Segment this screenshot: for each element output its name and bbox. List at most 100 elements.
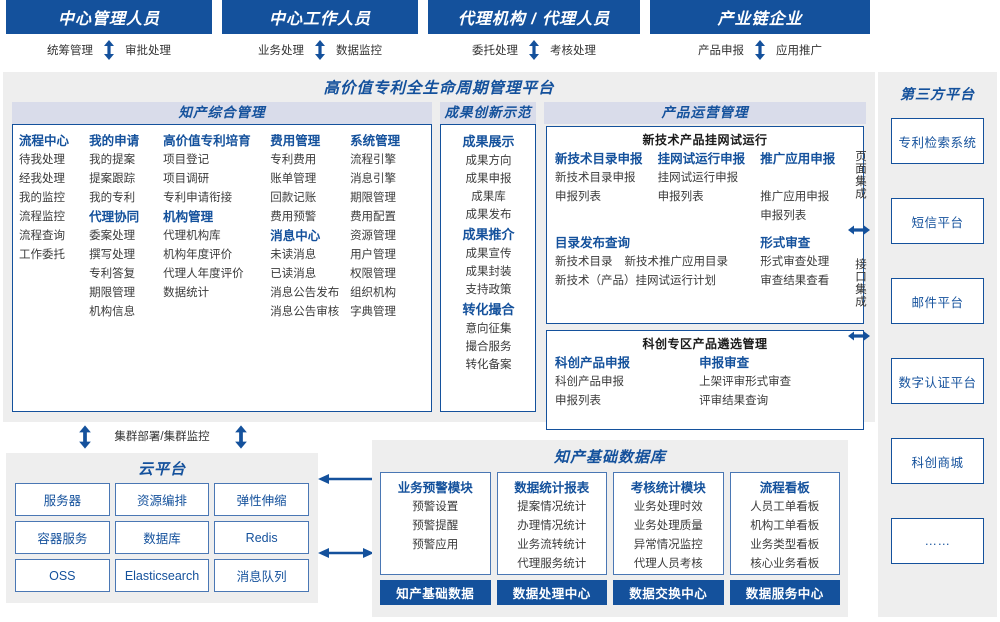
cloud-service-资源编排[interactable]: 资源编排 bbox=[114, 483, 210, 516]
menu-item-我的提案[interactable]: 我的提案 bbox=[89, 154, 136, 166]
actor-title-0[interactable]: 中心管理人员 bbox=[6, 0, 212, 34]
actor-title-3[interactable]: 产业链企业 bbox=[650, 0, 870, 34]
menu-item-撰写处理[interactable]: 撰写处理 bbox=[89, 249, 136, 261]
database-footer-0[interactable]: 知产基础数据 bbox=[380, 580, 491, 605]
cloud-service-弹性伸缩[interactable]: 弹性伸缩 bbox=[214, 483, 309, 516]
menu-item-新技术目录[interactable]: 新技术目录 bbox=[555, 256, 613, 268]
menu-item-资源管理[interactable]: 资源管理 bbox=[350, 230, 397, 242]
menu-item-流程监控[interactable]: 流程监控 bbox=[19, 211, 65, 223]
database-item-业务处理时效[interactable]: 业务处理时效 bbox=[633, 501, 703, 513]
menu-item-成果库[interactable]: 成果库 bbox=[471, 191, 506, 203]
group-head-成果展示[interactable]: 成果展示 bbox=[462, 134, 515, 149]
database-item-预警设置[interactable]: 预警设置 bbox=[412, 501, 459, 513]
menu-item-科创产品申报[interactable]: 科创产品申报 bbox=[555, 376, 624, 388]
database-item-机构工单看板[interactable]: 机构工单看板 bbox=[750, 520, 820, 532]
third-party-item-1[interactable]: 短信平台 bbox=[891, 198, 984, 244]
menu-item-转化备案[interactable]: 转化备案 bbox=[465, 359, 512, 371]
group-head-费用管理[interactable]: 费用管理 bbox=[270, 134, 321, 148]
menu-item-回款记账[interactable]: 回款记账 bbox=[270, 192, 317, 204]
menu-item-新技术（产品）挂网试运行计划[interactable]: 新技术（产品）挂网试运行计划 bbox=[555, 275, 716, 287]
cloud-service-服务器[interactable]: 服务器 bbox=[15, 483, 110, 516]
menu-item-代理人年度评价[interactable]: 代理人年度评价 bbox=[163, 268, 244, 280]
cloud-service-数据库[interactable]: 数据库 bbox=[114, 521, 210, 554]
group-head-系统管理[interactable]: 系统管理 bbox=[350, 134, 401, 148]
database-footer-1[interactable]: 数据处理中心 bbox=[496, 580, 607, 605]
group-head-高价值专利培育[interactable]: 高价值专利培育 bbox=[163, 134, 251, 148]
menu-item-费用预警[interactable]: 费用预警 bbox=[270, 211, 317, 223]
menu-item-成果封装[interactable]: 成果封装 bbox=[465, 266, 512, 278]
database-item-业务类型看板[interactable]: 业务类型看板 bbox=[750, 539, 820, 551]
actor-title-1[interactable]: 中心工作人员 bbox=[222, 0, 418, 34]
menu-item-意向征集[interactable]: 意向征集 bbox=[465, 323, 512, 335]
menu-item-机构信息[interactable]: 机构信息 bbox=[89, 306, 136, 318]
database-item-预警应用[interactable]: 预警应用 bbox=[412, 539, 459, 551]
menu-item-成果发布[interactable]: 成果发布 bbox=[465, 209, 512, 221]
menu-item-评审结果查询[interactable]: 评审结果查询 bbox=[699, 395, 769, 407]
database-item-代理人员考核[interactable]: 代理人员考核 bbox=[633, 558, 703, 570]
group-head-形式审查[interactable]: 形式审查 bbox=[760, 236, 811, 250]
group-head-申报审查[interactable]: 申报审查 bbox=[699, 356, 750, 370]
group-head-成果推介[interactable]: 成果推介 bbox=[462, 227, 515, 242]
menu-item-费用配置[interactable]: 费用配置 bbox=[350, 211, 397, 223]
menu-item-专利申请衔接[interactable]: 专利申请衔接 bbox=[163, 192, 233, 204]
menu-item-项目登记[interactable]: 项目登记 bbox=[163, 154, 210, 166]
menu-item-申报列表[interactable]: 申报列表 bbox=[555, 191, 601, 203]
menu-item-流程引擎[interactable]: 流程引擎 bbox=[350, 154, 397, 166]
menu-item-字典管理[interactable]: 字典管理 bbox=[350, 306, 397, 318]
group-head-新技术目录申报[interactable]: 新技术目录申报 bbox=[555, 152, 643, 166]
menu-item-提案跟踪[interactable]: 提案跟踪 bbox=[89, 173, 136, 185]
group-head-转化撮合[interactable]: 转化撮合 bbox=[462, 302, 515, 317]
menu-item-期限管理[interactable]: 期限管理 bbox=[89, 287, 136, 299]
database-footer-3[interactable]: 数据服务中心 bbox=[729, 580, 840, 605]
actor-title-2[interactable]: 代理机构 / 代理人员 bbox=[428, 0, 640, 34]
third-party-item-5[interactable]: …… bbox=[891, 518, 984, 564]
menu-item-撮合服务[interactable]: 撮合服务 bbox=[465, 341, 512, 353]
cloud-service-消息队列[interactable]: 消息队列 bbox=[214, 559, 309, 592]
database-item-业务流转统计[interactable]: 业务流转统计 bbox=[517, 539, 587, 551]
group-head-推广应用申报[interactable]: 推广应用申报 bbox=[760, 152, 836, 166]
menu-item-成果宣传[interactable]: 成果宣传 bbox=[465, 248, 512, 260]
cloud-service-容器服务[interactable]: 容器服务 bbox=[15, 521, 110, 554]
database-footer-2[interactable]: 数据交换中心 bbox=[613, 580, 724, 605]
menu-item-成果申报[interactable]: 成果申报 bbox=[465, 173, 512, 185]
database-item-业务处理质量[interactable]: 业务处理质量 bbox=[633, 520, 703, 532]
menu-item-推广应用申报[interactable]: 推广应用申报 bbox=[760, 191, 830, 203]
group-head-我的申请[interactable]: 我的申请 bbox=[89, 134, 140, 148]
cloud-service-Redis[interactable]: Redis bbox=[214, 521, 309, 554]
cloud-service-Elasticsearch[interactable]: Elasticsearch bbox=[114, 559, 210, 592]
menu-item-代理机构库[interactable]: 代理机构库 bbox=[163, 230, 221, 242]
menu-item-未读消息[interactable]: 未读消息 bbox=[270, 249, 317, 261]
menu-item-专利答复[interactable]: 专利答复 bbox=[89, 268, 136, 280]
menu-item-期限管理[interactable]: 期限管理 bbox=[350, 192, 397, 204]
menu-item-委案处理[interactable]: 委案处理 bbox=[89, 230, 136, 242]
group-head-机构管理[interactable]: 机构管理 bbox=[163, 210, 214, 224]
group-head-科创产品申报[interactable]: 科创产品申报 bbox=[555, 356, 631, 370]
menu-item-申报列表[interactable]: 申报列表 bbox=[555, 395, 601, 407]
menu-item-专利费用[interactable]: 专利费用 bbox=[270, 154, 317, 166]
menu-item-挂网试运行申报[interactable]: 挂网试运行申报 bbox=[657, 172, 739, 184]
database-item-核心业务看板[interactable]: 核心业务看板 bbox=[750, 558, 820, 570]
menu-item-账单管理[interactable]: 账单管理 bbox=[270, 173, 317, 185]
menu-item-消息公告发布[interactable]: 消息公告发布 bbox=[270, 287, 340, 299]
group-head-代理协同[interactable]: 代理协同 bbox=[89, 210, 140, 224]
menu-item-形式审查处理[interactable]: 形式审查处理 bbox=[760, 256, 830, 268]
database-item-人员工单看板[interactable]: 人员工单看板 bbox=[750, 501, 820, 513]
menu-item-工作委托[interactable]: 工作委托 bbox=[19, 249, 65, 261]
menu-item-用户管理[interactable]: 用户管理 bbox=[350, 249, 397, 261]
menu-item-新技术推广应用目录[interactable]: 新技术推广应用目录 bbox=[624, 256, 729, 268]
menu-item-审查结果查看[interactable]: 审查结果查看 bbox=[760, 275, 830, 287]
group-head-消息中心[interactable]: 消息中心 bbox=[270, 229, 321, 243]
group-head-流程中心[interactable]: 流程中心 bbox=[19, 134, 70, 148]
group-head-挂网试运行申报[interactable]: 挂网试运行申报 bbox=[657, 152, 746, 166]
cloud-service-OSS[interactable]: OSS bbox=[15, 559, 110, 592]
database-item-办理情况统计[interactable]: 办理情况统计 bbox=[517, 520, 587, 532]
database-item-提案情况统计[interactable]: 提案情况统计 bbox=[517, 501, 587, 513]
menu-item-待我处理[interactable]: 待我处理 bbox=[19, 154, 65, 166]
menu-item-申报列表[interactable]: 申报列表 bbox=[657, 191, 704, 203]
menu-item-组织机构[interactable]: 组织机构 bbox=[350, 287, 397, 299]
menu-item-我的专利[interactable]: 我的专利 bbox=[89, 192, 136, 204]
menu-item-消息引擎[interactable]: 消息引擎 bbox=[350, 173, 397, 185]
menu-item-权限管理[interactable]: 权限管理 bbox=[350, 268, 397, 280]
third-party-item-0[interactable]: 专利检索系统 bbox=[891, 118, 984, 164]
menu-item-申报列表[interactable]: 申报列表 bbox=[760, 210, 807, 222]
